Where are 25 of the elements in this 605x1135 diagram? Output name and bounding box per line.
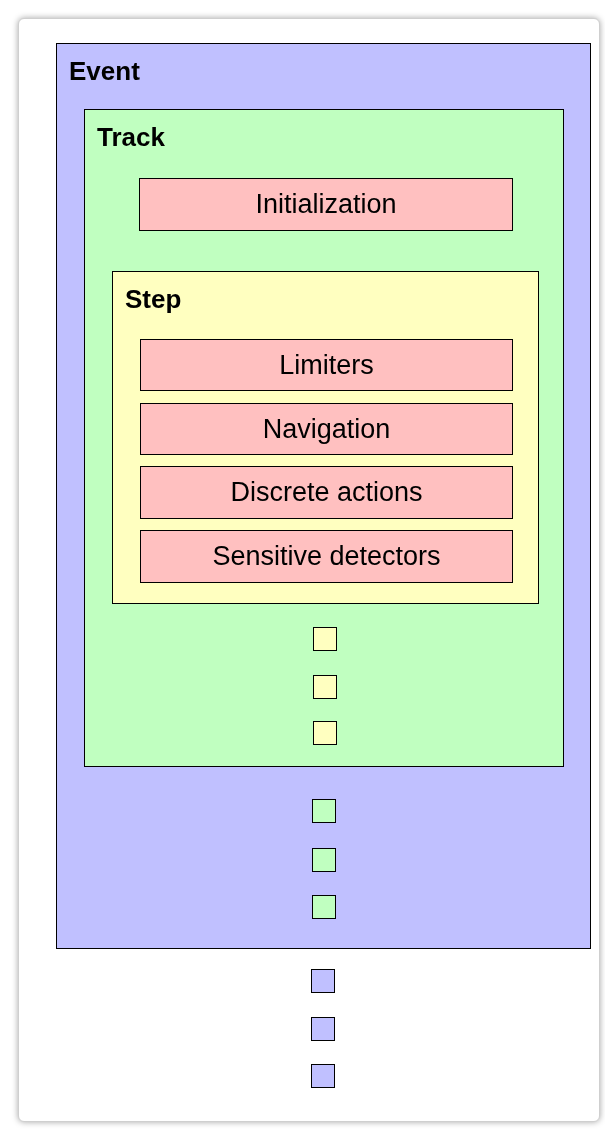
panel-heading: Event <box>69 58 140 84</box>
group-panel <box>84 109 564 767</box>
stage-box <box>140 466 513 519</box>
group-panel <box>56 43 591 949</box>
small-square <box>313 627 337 651</box>
stage-box <box>140 530 513 583</box>
stage-box <box>140 403 513 455</box>
group-panel <box>112 271 539 604</box>
small-square <box>311 1017 335 1041</box>
stage-label: Discrete actions <box>230 479 423 506</box>
stage-label: Sensitive detectors <box>212 543 441 570</box>
panel-heading: Track <box>97 124 165 150</box>
stage-label: Navigation <box>262 415 391 443</box>
small-square <box>312 848 336 872</box>
stage-box <box>139 178 513 231</box>
small-square <box>313 721 337 745</box>
small-square <box>311 1064 335 1088</box>
stage-label: Initialization <box>255 191 397 218</box>
panel-heading: Step <box>125 286 182 312</box>
small-square <box>312 799 336 823</box>
stage-label: Limiters <box>279 351 374 379</box>
small-square <box>311 969 335 993</box>
small-square <box>312 895 336 919</box>
small-square <box>313 675 337 699</box>
stage-box <box>140 339 513 391</box>
